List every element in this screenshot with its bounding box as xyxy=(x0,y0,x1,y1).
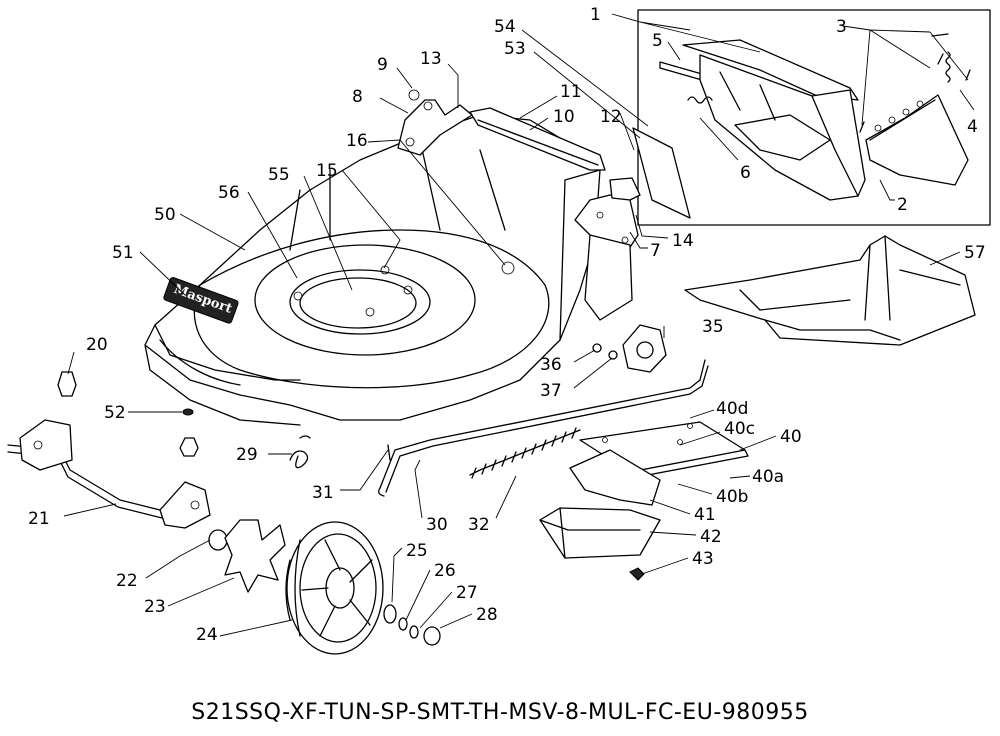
clip-52-lower xyxy=(179,437,199,457)
callout-20: 20 xyxy=(86,335,108,355)
callout-31: 31 xyxy=(312,483,334,503)
callout-15: 15 xyxy=(316,161,338,181)
model-code: S21SSQ-XF-TUN-SP-SMT-TH-MSV-8-MUL-FC-EU-… xyxy=(191,700,809,725)
catcher-detail-inset xyxy=(637,9,991,226)
callout-5: 5 xyxy=(652,31,663,51)
callout-22: 22 xyxy=(116,571,138,591)
callout-13: 13 xyxy=(420,49,442,69)
callout-54: 54 xyxy=(494,17,516,37)
callout-10: 10 xyxy=(553,107,575,127)
callout-40: 40 xyxy=(780,427,802,447)
callout-37: 37 xyxy=(540,381,562,401)
washer-37 xyxy=(608,350,618,360)
callout-51: 51 xyxy=(112,243,134,263)
spring-hook-29 xyxy=(289,435,311,469)
callout-30: 30 xyxy=(426,515,448,535)
height-bracket-right xyxy=(574,177,641,321)
callout-32: 32 xyxy=(468,515,490,535)
callout-7: 7 xyxy=(650,241,661,261)
callout-labels: 1 2 3 4 5 6 7 8 9 10 11 12 13 14 15 16 2… xyxy=(28,5,986,645)
callout-42: 42 xyxy=(700,527,722,547)
callout-27: 27 xyxy=(456,583,478,603)
axle-plate xyxy=(622,324,667,373)
callout-55: 55 xyxy=(268,165,290,185)
callout-24: 24 xyxy=(196,625,218,645)
callout-57: 57 xyxy=(964,243,986,263)
callout-25: 25 xyxy=(406,541,428,561)
callout-12: 12 xyxy=(600,107,622,127)
callout-40a: 40a xyxy=(752,467,784,487)
callout-9: 9 xyxy=(377,55,388,75)
callout-21: 21 xyxy=(28,509,50,529)
callout-14: 14 xyxy=(672,231,694,251)
callout-50: 50 xyxy=(154,205,176,225)
callout-43: 43 xyxy=(692,549,714,569)
callout-36: 36 xyxy=(540,355,562,375)
callout-1: 1 xyxy=(590,5,601,25)
height-bracket-left xyxy=(397,89,473,156)
rear-flap-bracket xyxy=(469,107,606,171)
callout-40c: 40c xyxy=(724,419,755,439)
callout-40d: 40d xyxy=(716,399,748,419)
callout-11: 11 xyxy=(560,82,582,102)
callout-6: 6 xyxy=(740,163,751,183)
callout-8: 8 xyxy=(352,87,363,107)
height-axle xyxy=(7,419,211,529)
bracket-41 xyxy=(569,449,661,506)
wheel-assembly xyxy=(208,519,441,655)
spring-32-turns xyxy=(471,427,577,479)
clip-20 xyxy=(57,371,77,397)
callout-23: 23 xyxy=(144,597,166,617)
callout-4: 4 xyxy=(967,117,978,137)
callout-29: 29 xyxy=(236,445,258,465)
mulch-plug xyxy=(684,235,976,346)
tray-42 xyxy=(539,507,661,559)
pin-31 xyxy=(387,444,391,461)
callout-2: 2 xyxy=(897,195,908,215)
callout-3: 3 xyxy=(836,17,847,37)
rear-rod xyxy=(378,359,709,497)
tray-42-inner xyxy=(539,507,641,559)
mower-deck: Masport xyxy=(144,114,601,426)
callout-40b: 40b xyxy=(716,487,748,507)
callout-52: 52 xyxy=(104,403,126,423)
nut-43 xyxy=(629,567,645,581)
callout-26: 26 xyxy=(434,561,456,581)
callout-28: 28 xyxy=(476,605,498,625)
callout-35: 35 xyxy=(702,317,724,337)
callout-16: 16 xyxy=(346,131,368,151)
callout-53: 53 xyxy=(504,39,526,59)
nut-52 xyxy=(182,408,194,416)
rear-plate xyxy=(632,127,691,219)
callout-leaders xyxy=(63,13,975,637)
callout-56: 56 xyxy=(218,183,240,203)
callout-41: 41 xyxy=(694,505,716,525)
